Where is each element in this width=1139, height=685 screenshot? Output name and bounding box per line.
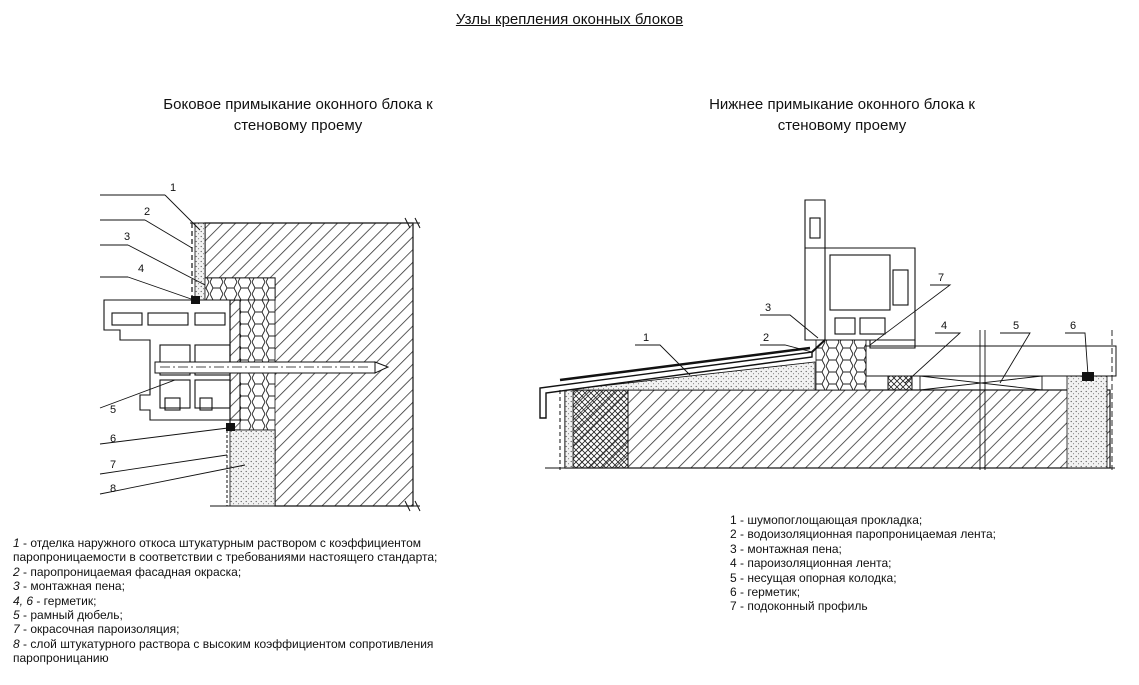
left-callout-2: 2: [144, 206, 150, 218]
left-legend-item: 5 - рамный дюбель;: [13, 608, 123, 623]
right-window-frame: [804, 199, 916, 349]
right-vapour-tape: [887, 375, 913, 391]
right-legend-item: 2 - водоизоляционная паропроницаемая лен…: [730, 527, 996, 542]
left-callout-labels: 1 2 3 4 5 6 7 8: [110, 182, 176, 495]
right-interior-sill: [865, 345, 1117, 377]
right-legend-item: 3 - монтажная пена;: [730, 541, 842, 556]
left-window-frame: [103, 299, 241, 421]
right-callout-3: 3: [765, 302, 771, 314]
left-legend-item: 1 - отделка наружного откоса штукатурным…: [13, 536, 438, 565]
right-callout-6: 6: [1070, 320, 1076, 332]
left-sealant-inner: [226, 423, 235, 431]
right-callout-1: 1: [643, 332, 649, 344]
right-support-block: [919, 375, 1043, 391]
right-callouts: [635, 284, 1089, 384]
right-callout-5: 5: [1013, 320, 1019, 332]
left-legend-item: 7 - окрасочная пароизоляция;: [13, 622, 180, 637]
page-title: Узлы крепления оконных блоков: [455, 11, 684, 28]
left-callout-6: 6: [110, 433, 116, 445]
left-detail: [103, 217, 421, 512]
left-plaster-finish: [194, 222, 206, 301]
left-callout-8: 8: [110, 483, 116, 495]
left-callout-1: 1: [170, 182, 176, 194]
left-legend-item: 4, 6 - герметик;: [13, 593, 97, 608]
left-view-title: Боковое примыкание оконного блока к стен…: [128, 94, 468, 136]
right-legend-item: 4 - пароизоляционная лента;: [730, 556, 892, 571]
right-callout-labels: 1 2 3 4 5 6 7: [643, 272, 1076, 344]
right-foam: [815, 339, 867, 391]
right-screed: [564, 361, 816, 391]
right-view-title: Нижнее примыкание оконного блока к стено…: [672, 94, 1012, 136]
right-drip-sill: [539, 351, 813, 419]
left-legend: 1 - отделка наружного откоса штукатурным…: [13, 536, 483, 666]
right-sill-profile: [811, 339, 826, 353]
left-frame-dowel: [154, 361, 390, 374]
right-plaster-edge: [564, 389, 574, 469]
left-foam-insulation: [204, 277, 276, 301]
right-legend-item: 6 - герметик;: [730, 585, 801, 600]
right-legend-item: 5 - несущая опорная колодка;: [730, 570, 897, 585]
right-detail: [539, 199, 1117, 470]
right-callout-7: 7: [938, 272, 944, 284]
right-view-title-line-2: стеновому проему: [777, 117, 907, 134]
left-plaster-layer: [229, 429, 276, 507]
right-callout-2: 2: [763, 332, 769, 344]
left-legend-item: 8 - слой штукатурного раствора с высоким…: [13, 636, 434, 666]
left-callout-3: 3: [124, 231, 130, 243]
right-legend-item: 1 - шумопоглощающая прокладка;: [730, 513, 923, 527]
left-legend-item: 3 - монтажная пена;: [13, 579, 125, 594]
left-view-title-line-2: стеновому проему: [233, 117, 363, 134]
right-crosshatch-block: [572, 389, 629, 469]
left-callout-5: 5: [110, 404, 116, 416]
right-legend: 1 - шумопоглощающая прокладка; 2 - водои…: [730, 513, 1070, 614]
left-callout-4: 4: [138, 263, 144, 275]
left-callout-7: 7: [110, 459, 116, 471]
right-sealant: [1082, 372, 1094, 381]
left-view-title-line-1: Боковое примыкание оконного блока к: [163, 96, 433, 113]
right-wall-masonry: [564, 389, 1111, 469]
right-view-title-line-1: Нижнее примыкание оконного блока к: [709, 96, 975, 113]
right-plaster-end: [1066, 375, 1108, 469]
left-callouts: [99, 194, 246, 495]
right-callout-4: 4: [941, 320, 947, 332]
right-legend-item: 7 - подоконный профиль: [730, 599, 868, 614]
left-legend-item: 2 - паропроницаемая фасадная окраска;: [13, 564, 242, 579]
